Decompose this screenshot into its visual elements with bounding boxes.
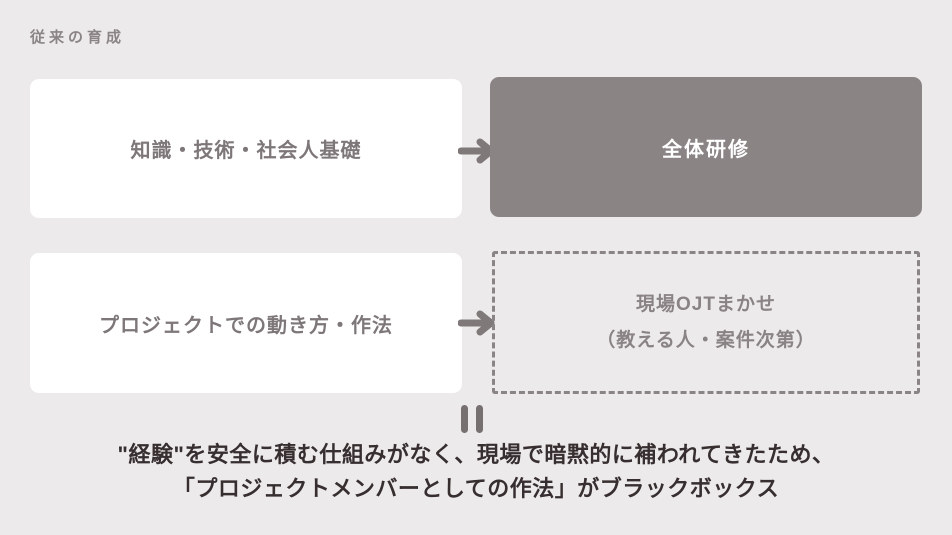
box-ojt-onsite-label: 現場OJTまかせ （教える人・案件次第） [596, 287, 815, 359]
summary-text: "経験"を安全に積む仕組みがなく、現場で暗黙的に補われてきたため、 「プロジェク… [0, 438, 952, 506]
summary-line-1: "経験"を安全に積む仕組みがなく、現場で暗黙的に補われてきたため、 [117, 442, 835, 467]
box-group-training-label: 全体研修 [662, 138, 750, 161]
equals-icon [461, 405, 483, 433]
arrow-right-icon [458, 310, 495, 336]
equals-bar [461, 405, 468, 433]
box-project-conduct-label: プロジェクトでの動き方・作法 [99, 314, 393, 337]
box-ojt-line1: 現場OJTまかせ [636, 293, 776, 315]
box-group-training: 全体研修 [490, 77, 922, 217]
summary-line-2: 「プロジェクトメンバーとしての作法」がブラックボックス [172, 476, 780, 501]
box-knowledge-skills-label: 知識・技術・社会人基礎 [130, 140, 362, 162]
diagram-title: 従来の育成 [30, 29, 126, 46]
box-ojt-line2: （教える人・案件次第） [596, 329, 816, 351]
box-knowledge-skills: 知識・技術・社会人基礎 [30, 79, 462, 218]
box-ojt-onsite: 現場OJTまかせ （教える人・案件次第） [492, 251, 920, 394]
equals-bar [476, 405, 483, 433]
box-project-conduct: プロジェクトでの動き方・作法 [30, 253, 462, 393]
